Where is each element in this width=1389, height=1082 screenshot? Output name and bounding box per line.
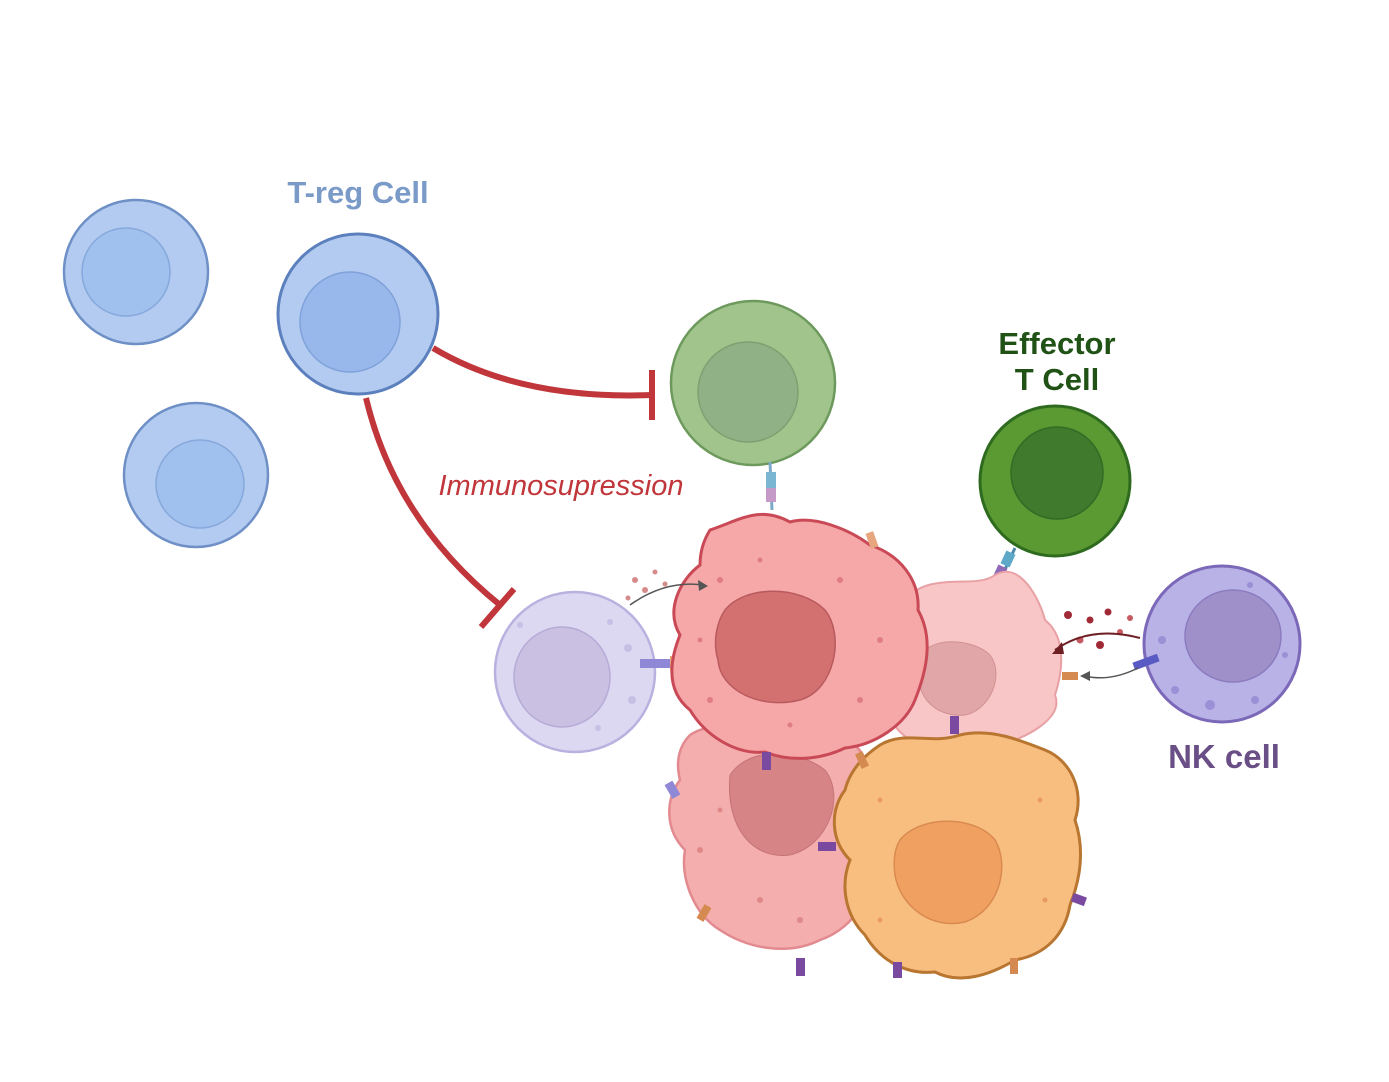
treg-cell-resting-1 (62, 198, 210, 346)
inhibition-arrow-to-lavender-cell (363, 397, 517, 629)
tumor-cell-orange (832, 731, 1082, 980)
granules-nk-to-tumor (1052, 608, 1141, 681)
effector-t-cell-label-line2: T Cell (1015, 362, 1099, 397)
effector-t-cell (978, 404, 1132, 582)
effector-t-cell-label-line1: Effector (998, 326, 1115, 361)
suppressed-t-cell (669, 299, 837, 511)
treg-cell-resting-2 (122, 401, 270, 549)
tumor-cell-lower-left (668, 722, 882, 950)
tumor-receptors (664, 672, 1087, 978)
nk-cell-label: NK cell (1168, 738, 1280, 775)
tumor-cell-main (670, 512, 929, 760)
inhibition-arrow-to-effector-precursor (431, 345, 655, 420)
immunosuppression-label: Immunosupression (439, 470, 684, 502)
treg-cell-label: T-reg Cell (287, 175, 428, 210)
nk-cell (1132, 564, 1302, 724)
granules-lavender-to-tumor (625, 569, 708, 606)
tumor-cell-pink (879, 571, 1063, 754)
suppressed-lavender-cell (493, 590, 688, 754)
treg-cell-active (276, 232, 440, 396)
